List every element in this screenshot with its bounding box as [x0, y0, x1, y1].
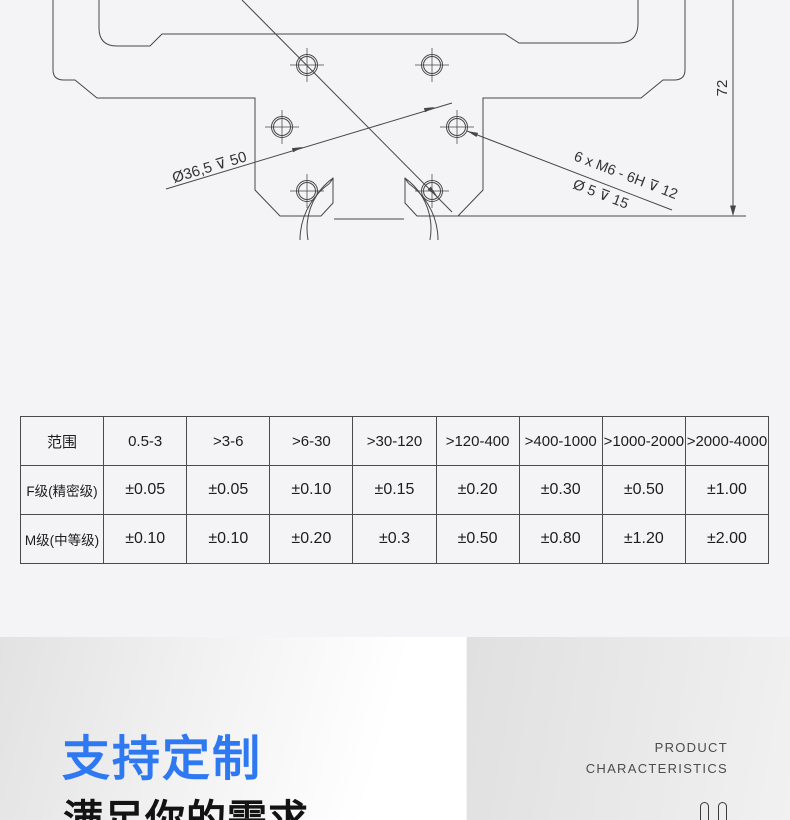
- tolerance-value: ±0.05: [186, 465, 271, 515]
- product-characteristics-line1: PRODUCT: [654, 740, 728, 755]
- dimension-arrowheads: [291, 107, 736, 216]
- tolerance-table: 范围 0.5-3 >3-6 >6-30 >30-120 >120-400 >40…: [19, 416, 770, 564]
- deco-arch-shape: [700, 802, 709, 820]
- col-header: >1000-2000: [601, 416, 686, 466]
- product-characteristics-tag: PRODUCT CHARACTERISTICS: [586, 737, 728, 779]
- diameter-dimension-line: [165, 102, 453, 190]
- tolerance-value: ±1.20: [601, 514, 686, 564]
- table-header-row: 范围 0.5-3 >3-6 >6-30 >30-120 >120-400 >40…: [19, 416, 770, 466]
- promo-left-panel: 支持定制 满足你的需求: [0, 637, 466, 820]
- height-dimension-label: 72: [714, 80, 731, 97]
- promo-right-panel: PRODUCT CHARACTERISTICS: [467, 637, 790, 820]
- tolerance-value: ±0.80: [518, 514, 603, 564]
- product-characteristics-line2: CHARACTERISTICS: [585, 761, 728, 776]
- col-header: >6-30: [269, 416, 354, 466]
- tolerance-value: ±1.00: [684, 465, 770, 515]
- thread-callout-leader: [466, 130, 673, 211]
- table-row-m-grade: M级(中等级) ±0.10 ±0.10 ±0.20 ±0.3 ±0.50 ±0.…: [19, 514, 770, 564]
- part-outline-left: [52, 0, 334, 217]
- col-header: >30-120: [352, 416, 437, 466]
- tolerance-value: ±0.50: [601, 465, 686, 515]
- tolerance-value: ±0.50: [435, 514, 520, 564]
- tolerance-value: ±0.3: [352, 514, 437, 564]
- diameter-dimension-label: Ø36,5 ⊽ 50: [170, 148, 249, 186]
- row-label: F级(精密级): [19, 465, 105, 515]
- promo-subtitle: 满足你的需求: [63, 798, 309, 820]
- deco-arch-shape: [718, 802, 727, 820]
- cad-drawing: Ø36,5 ⊽ 50 6 x M6 - 6H ⊽ 12 Ø 5 ⊽ 15 72: [52, 0, 746, 240]
- tolerance-value: ±0.30: [518, 465, 603, 515]
- tolerance-value: ±0.05: [103, 465, 188, 515]
- promo-section: 支持定制 满足你的需求 PRODUCT CHARACTERISTICS: [0, 637, 790, 820]
- tolerance-value: ±2.00: [684, 514, 770, 564]
- col-header: >120-400: [435, 416, 520, 466]
- col-header: >2000-4000: [684, 416, 770, 466]
- col-header: >400-1000: [518, 416, 603, 466]
- tolerance-value: ±0.10: [269, 465, 354, 515]
- col-header: >3-6: [186, 416, 271, 466]
- top-notch-outline: [98, 0, 639, 47]
- tolerance-value: ±0.10: [186, 514, 271, 564]
- part-outline-right: [404, 0, 686, 217]
- promo-title: 支持定制: [62, 733, 263, 786]
- tolerance-value: ±0.15: [352, 465, 437, 515]
- horseshoe-slot: [299, 177, 439, 240]
- tolerance-value: ±0.20: [269, 514, 354, 564]
- tolerance-value: ±0.20: [435, 465, 520, 515]
- col-header: 范围: [19, 416, 105, 466]
- tolerance-value: ±0.10: [103, 514, 188, 564]
- col-header: 0.5-3: [103, 416, 188, 466]
- diagonal-leader-line: [241, 0, 453, 213]
- table-row-f-grade: F级(精密级) ±0.05 ±0.05 ±0.10 ±0.15 ±0.20 ±0…: [19, 465, 770, 515]
- row-label: M级(中等级): [19, 514, 105, 564]
